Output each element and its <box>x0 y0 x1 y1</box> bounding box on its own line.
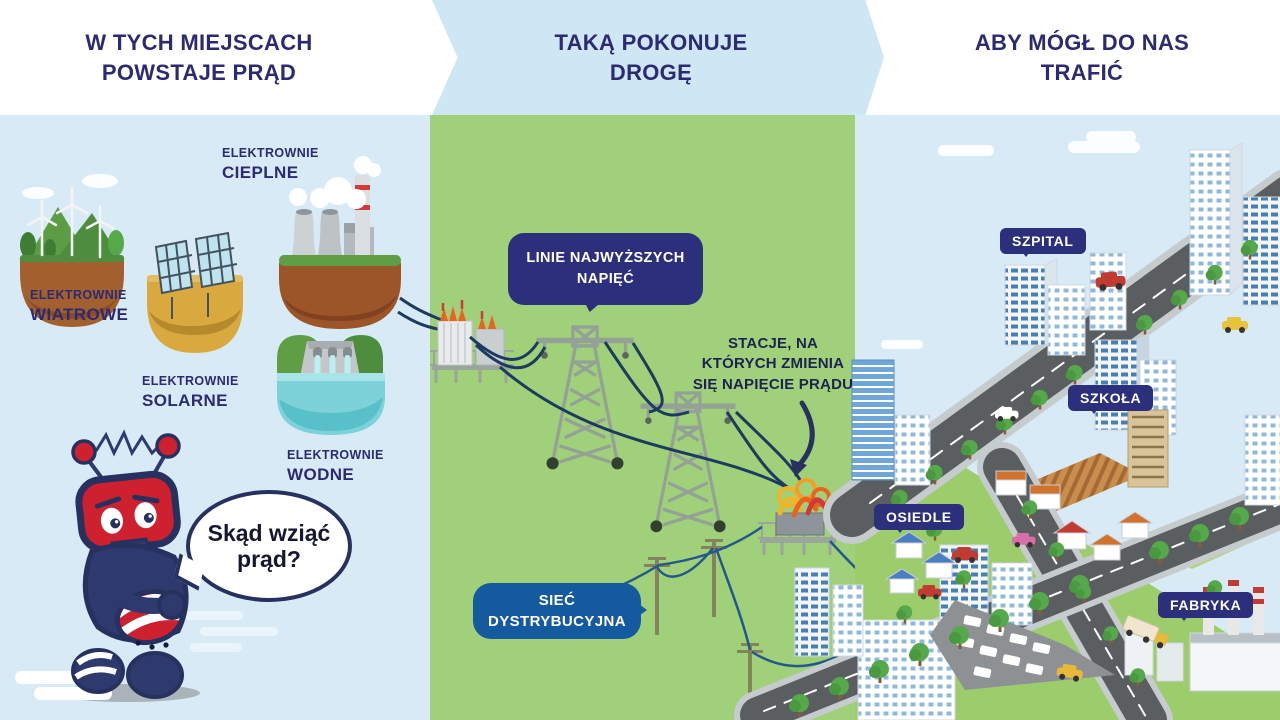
distribution-network-bubble: SIEĆ DYSTRYBUCYJNA <box>473 583 647 639</box>
path-title-banner: TAKĄ POKONUJE DROGĘ <box>431 0 884 115</box>
mv-transformer-illustration <box>758 478 838 555</box>
robot-mascot-illustration <box>15 429 278 702</box>
transmission-towers-illustration <box>469 327 804 532</box>
estate-tag: OSIEDLE <box>874 504 964 533</box>
destination-title: ABY MÓGŁ DO NAS TRAFIĆ <box>974 30 1190 85</box>
path-title: TAKĄ POKONUJE DROGĘ <box>554 30 748 85</box>
mascot-speech-bubble: Skąd wziąć prąd? <box>186 490 352 602</box>
hydro-plant-label: ELEKTROWNIE WODNE <box>287 448 384 484</box>
solar-plant-label: ELEKTROWNIE SOLARNE <box>142 374 239 410</box>
wind-plant-label: ELEKTROWNIE WIATROWE <box>30 288 129 324</box>
illustration-canvas <box>15 131 1280 720</box>
city-illustration <box>734 131 1280 720</box>
factory-tag: FABRYKA <box>1158 592 1254 621</box>
voltage-change-arrow <box>790 400 815 477</box>
sources-title: W TYCH MIEJSCACH POWSTAJE PRĄD <box>85 30 313 85</box>
hv-substation-illustration <box>397 296 514 383</box>
voltage-stations-label: STACJE, NA KTÓRYCH ZMIENIA SIĘ NAPIĘCIE … <box>692 335 854 393</box>
thermal-plant-label: ELEKTROWNIE CIEPLNE <box>222 146 319 182</box>
transmission-lines-bubble: LINIE NAJWYŻSZYCH NAPIĘĆ <box>508 233 703 305</box>
wind-plant-illustration <box>20 174 124 327</box>
thermal-plant-illustration <box>279 156 401 329</box>
hydro-plant-illustration <box>277 335 385 435</box>
school-tag: SZKOŁA <box>1068 385 1154 414</box>
solar-plant-illustration <box>147 231 243 353</box>
hospital-tag: SZPITAL <box>1000 228 1086 257</box>
